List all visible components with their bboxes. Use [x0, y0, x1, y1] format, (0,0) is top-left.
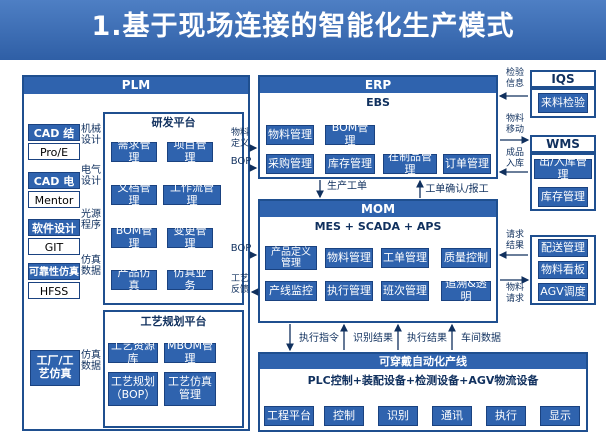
cad-structure-label: CAD 结构	[28, 124, 80, 157]
cad-electric-label: CAD 电气	[28, 172, 80, 205]
reliability-sim-value: HFSS	[28, 282, 80, 299]
reliability-sim-label: 可靠性仿真	[28, 263, 80, 280]
material-board-button[interactable]: 物料看板	[538, 261, 588, 279]
workflow-button[interactable]: 工作流管理	[163, 182, 221, 207]
incoming-inspection-button[interactable]: 来料检验	[538, 93, 588, 113]
mom-sub-label: MES + SCADA + APS	[314, 220, 442, 233]
label-production-order: 生产工单	[327, 181, 367, 192]
product-sim-button[interactable]: 产品仿真	[111, 267, 157, 292]
label-inspection-info: 检验信息	[505, 68, 524, 89]
label-mechanical-design: 机械设计	[81, 124, 101, 146]
erp-header: ERP	[260, 77, 496, 93]
erp-bom-button[interactable]: BOM管理	[325, 122, 375, 147]
distribution-button[interactable]: 配送管理	[538, 239, 588, 257]
process-platform	[103, 310, 244, 428]
engineering-platform-button[interactable]: 工程平台	[264, 406, 314, 426]
label-process-feedback: 工艺反馈	[230, 274, 249, 295]
cad-electric-value: Mentor	[28, 191, 80, 208]
erp-purchase-button[interactable]: 采购管理	[266, 154, 314, 174]
quality-button[interactable]: 质量控制	[441, 248, 491, 268]
process-platform-title: 工艺规划平台	[140, 315, 207, 328]
identify-button[interactable]: 识别	[378, 406, 418, 426]
document-button[interactable]: 文档管理	[111, 182, 157, 207]
label-light-program: 光源程序	[81, 209, 101, 231]
requirements-button[interactable]: 需求管理	[111, 139, 157, 164]
label-exec-result: 执行结果	[407, 333, 447, 344]
erp-inventory-button[interactable]: 库存管理	[325, 154, 375, 174]
work-order-button[interactable]: 工单管理	[381, 248, 429, 268]
label-order-confirm: 工单确认/报工	[425, 184, 489, 195]
line-monitor-button[interactable]: 产线监控	[265, 281, 317, 301]
label-sim-data-2: 仿真数据	[81, 350, 101, 372]
wms-header: WMS	[530, 135, 596, 153]
mbom-button[interactable]: MBOM管理	[164, 340, 216, 365]
software-design-label: 软件设计	[28, 219, 80, 236]
software-design-value: GIT	[28, 238, 80, 255]
communication-button[interactable]: 通讯	[432, 406, 472, 426]
process-planning-bop-button[interactable]: 工艺规划 （BOP）	[108, 372, 158, 406]
label-finished-goods-in: 成品入库	[505, 148, 524, 169]
label-electrical-design: 电气设计	[81, 165, 101, 187]
label-sim-data-1: 仿真数据	[81, 255, 101, 277]
label-material-move: 物料移动	[505, 114, 524, 135]
label-material-definition: 物料定义	[230, 128, 249, 149]
change-button[interactable]: 变更管理	[167, 225, 213, 250]
mom-material-button[interactable]: 物料管理	[325, 248, 373, 268]
label-request-result: 请求结果	[505, 230, 524, 251]
project-button[interactable]: 项目管理	[167, 139, 213, 164]
in-out-stock-button[interactable]: 出/入库管理	[534, 156, 592, 181]
sim-business-button[interactable]: 仿真业务	[167, 267, 213, 292]
shift-button[interactable]: 班次管理	[381, 281, 429, 301]
agv-dispatch-button[interactable]: AGV调度	[538, 283, 588, 301]
process-sim-button[interactable]: 工艺仿真管理	[164, 372, 216, 406]
label-bop-erp: BOP	[230, 156, 252, 167]
wms-inventory-button[interactable]: 库存管理	[538, 187, 588, 207]
label-bop-mom: BOP	[230, 243, 252, 254]
product-definition-button[interactable]: 产品定义管理	[265, 246, 317, 270]
erp-wip-button[interactable]: 在制品管理	[383, 151, 437, 176]
label-exec-command: 执行指令	[299, 333, 339, 344]
label-shop-data: 车间数据	[461, 333, 501, 344]
iqs-header: IQS	[530, 70, 596, 88]
rd-platform-title: 研发平台	[151, 116, 196, 129]
trace-button[interactable]: 追溯&透明	[441, 278, 491, 303]
mom-header: MOM	[260, 201, 496, 217]
label-identify-result: 识别结果	[353, 333, 393, 344]
execution-button[interactable]: 执行管理	[325, 281, 373, 301]
control-button[interactable]: 控制	[324, 406, 364, 426]
erp-material-button[interactable]: 物料管理	[266, 125, 314, 145]
execute-button[interactable]: 执行	[486, 406, 526, 426]
bom-button[interactable]: BOM管理	[111, 225, 157, 250]
ebs-label: EBS	[366, 96, 390, 109]
title-banner	[0, 0, 606, 60]
display-button[interactable]: 显示	[540, 406, 580, 426]
plm-header: PLM	[24, 77, 248, 94]
plc-sub-label: PLC控制+装配设备+检测设备+AGV物流设备	[307, 374, 539, 387]
process-resource-button[interactable]: 工艺资源库	[108, 340, 158, 365]
label-material-request: 物料请求	[505, 283, 524, 304]
page-title: 1.基于现场连接的智能化生产模式	[91, 11, 515, 42]
erp-order-button[interactable]: 订单管理	[443, 154, 491, 174]
factory-sim-box: 工厂/工艺仿真	[30, 350, 80, 386]
cad-structure-value: Pro/E	[28, 143, 80, 160]
plc-header: 可穿戴自动化产线	[260, 354, 586, 369]
